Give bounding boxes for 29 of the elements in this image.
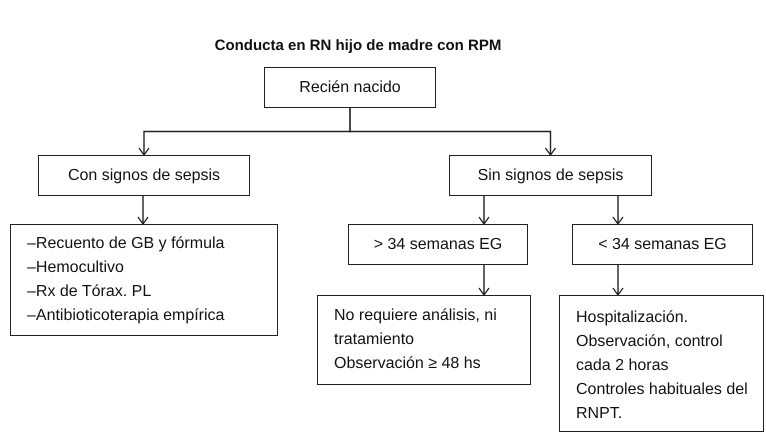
process-box: [348, 224, 528, 265]
process-box: [559, 295, 764, 432]
process-box: [38, 155, 250, 196]
arrow: [349, 108, 556, 156]
box-text: Con signos de sepsis: [68, 166, 220, 186]
arrow: [478, 265, 490, 296]
box-text: > 34 semanas EG: [374, 234, 502, 254]
box-text: Controles habituales del RNPT.: [576, 380, 749, 424]
diagram-title: Conducta en RN hijo de madre con RPM: [214, 37, 502, 54]
box-text: –Hemocultivo: [27, 258, 125, 278]
box-text: No requiere análisis, ni tratamiento: [334, 306, 498, 350]
arrow: [612, 196, 624, 225]
box-text: Hospitalización.: [576, 308, 690, 328]
box-text: Observación, control cada 2 horas: [576, 332, 724, 376]
process-box: [317, 295, 531, 385]
process-box: [264, 67, 436, 108]
process-box: [572, 224, 753, 265]
box-text: –Antibioticoterapia empírica: [27, 306, 226, 326]
box-text: Sin signos de sepsis: [478, 166, 624, 186]
box-text: < 34 semanas EG: [598, 234, 727, 254]
box-text: Recién nacido: [299, 78, 401, 98]
box-text: –Recuento de GB y fórmula: [27, 234, 226, 254]
box-text: Observación ≥ 48 hs: [334, 354, 482, 374]
box-text: –Rx de Tórax. PL: [27, 282, 152, 302]
arrow: [478, 196, 490, 225]
arrow: [137, 196, 149, 225]
process-box: [449, 155, 652, 196]
process-box: [10, 224, 278, 336]
arrow: [612, 265, 624, 296]
